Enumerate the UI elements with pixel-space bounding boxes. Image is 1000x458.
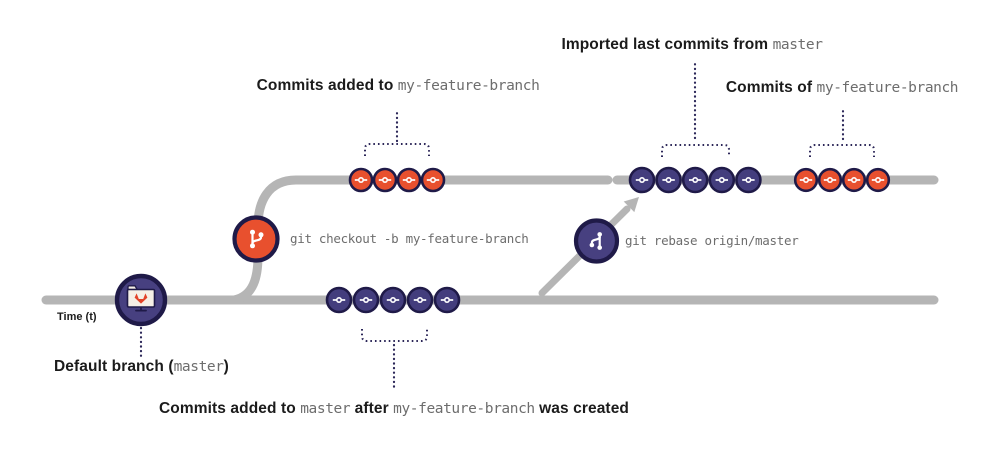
git-commit-icon [708,166,736,194]
git-commit-icon [655,166,682,194]
feature-commits-label-code: my-feature-branch [816,80,959,96]
master-added-label: Commits added to master after my-feature… [159,400,629,417]
git-commit-icon [372,167,398,193]
rebased-feature-commits [793,167,891,193]
git-branch-icon [250,229,264,249]
gitlab-fox-logo [134,293,148,304]
checkout-node-circle [232,215,280,263]
feature-commits-label-bold: Commits of [725,79,817,96]
git-commit-icon [406,286,434,314]
master-new-commits [325,286,461,314]
imported-label: Imported last commits from master [561,36,823,54]
checkout-node [232,215,280,263]
feature-commits-label: Commits of my-feature-branch [725,79,959,97]
gitlab-monitor-icon [126,285,156,312]
git-commit-icon [865,167,891,193]
imported-label-code: master [772,37,823,53]
feature-new-commits [348,167,446,193]
git-commit-icon [793,167,819,193]
master-added-brace [361,329,428,342]
rebase-node-circle [573,218,620,264]
imported-label-bold: Imported last commits from [561,36,773,53]
imported-brace [661,144,730,157]
feature-added-label: Commits added to my-feature-branch [257,77,540,95]
imported-commits [628,166,762,194]
git-commit-icon [352,286,380,314]
git-commit-icon [325,286,353,314]
time-axis-label: Time (t) [57,311,97,323]
git-commit-icon [628,166,656,194]
feature-commits-brace [809,144,875,157]
checkout-command-label: git checkout -b my-feature-branch [290,231,529,246]
git-commit-icon [841,167,867,193]
git-commit-icon [348,167,374,193]
git-commit-icon [396,167,422,193]
git-commit-icon [681,166,709,194]
feature-added-label-bold: Commits added to [256,77,398,94]
feature-added-label-code: my-feature-branch [397,78,540,94]
git-commit-icon [735,166,762,194]
git-commit-icon [817,167,843,193]
git-commit-icon [379,286,407,314]
git-commit-icon [420,167,446,193]
feature-added-brace [364,143,430,156]
rebase-node [573,218,620,264]
default-branch-node [114,273,168,327]
rebase-arrowhead-icon [623,197,639,213]
default-branch-label: Default branch (master) [54,358,229,375]
git-commit-icon [433,286,461,314]
git-rebase-icon [589,232,602,250]
rebase-command-label: git rebase origin/master [625,233,799,248]
